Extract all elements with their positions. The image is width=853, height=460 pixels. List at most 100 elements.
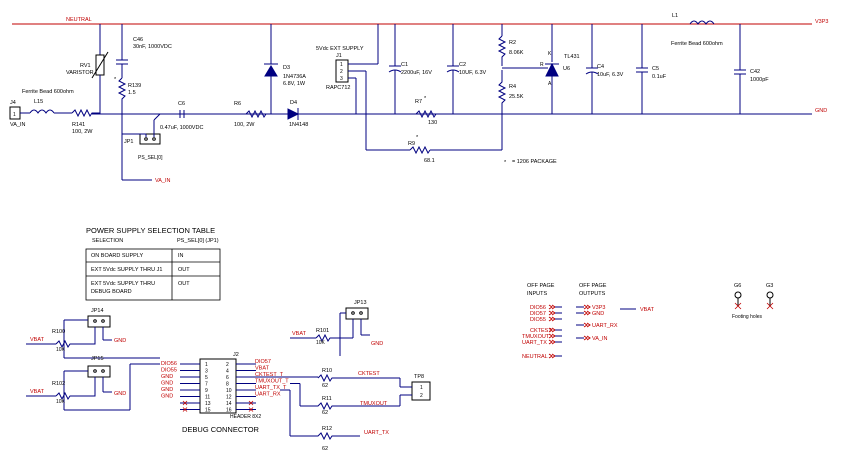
jumper-jp14: JP14 <box>63 308 160 359</box>
offpage-arrow <box>548 353 556 359</box>
j1-pin1: 1 <box>340 62 343 68</box>
r11-ref: R11 <box>322 396 332 402</box>
resistor-r139: R139 1.5 * <box>114 77 141 134</box>
j2-right-signal: UART_TX_T <box>255 385 287 391</box>
r139-ref: R139 <box>128 83 141 89</box>
r9-star: * <box>416 135 419 141</box>
va-in-label: VA_IN <box>155 178 171 184</box>
vbat-r102: VBAT <box>30 389 45 395</box>
l1-value: Ferrite Bead 600ohm <box>671 41 723 47</box>
resistor-r6: R6 100, 2W <box>234 101 267 128</box>
c6-ref: C6 <box>178 101 185 107</box>
j2-right-signals: DIO57VBATCKTEST_TTMUXOUT_TUART_TX_TUART_… <box>236 359 318 436</box>
c5-ref: C5 <box>652 66 659 72</box>
gnd-jp14: GND <box>114 338 126 344</box>
r101-value: 10K <box>316 340 326 346</box>
jp13-ref: JP13 <box>354 300 367 306</box>
offpage-outputs-title: OFF PAGE <box>579 283 607 289</box>
j1-ref: J1 <box>336 53 342 59</box>
table-header-selection: SELECTION <box>92 238 123 244</box>
selection-table: POWER SUPPLY SELECTION TABLE SELECTION P… <box>85 226 221 301</box>
inductor-l15: L15 Ferrite Bead 600ohm <box>22 89 74 114</box>
capacitor-c1: C1 2200uF, 16V <box>388 24 432 114</box>
j2-pin-right: 14 <box>226 401 232 407</box>
r139-value: 1.5 <box>128 90 136 96</box>
resistor-r2: R2 8.06K <box>497 24 524 66</box>
j2-pin-right: 4 <box>226 369 229 375</box>
jumper-jp13: JP13 <box>339 300 370 356</box>
c46-ref: C46 <box>133 37 143 43</box>
l1-ref: L1 <box>672 13 678 19</box>
offpage-section: OFF PAGE INPUTS OFF PAGE OUTPUTS DIO56DI… <box>522 283 655 360</box>
capacitor-c5: C5 0.1uF <box>636 24 667 114</box>
j2-pin-right: 16 <box>226 408 232 414</box>
resistor-r141: R141 100, 2W <box>71 108 100 135</box>
j2-nc-mark <box>182 400 188 406</box>
resistor-r10: R10 62 <box>317 368 356 389</box>
offpage-input: NEUTRAL <box>522 354 548 360</box>
offpage-arrow <box>548 304 556 310</box>
r141-ref: R141 <box>72 122 85 128</box>
regulator-u6-tl431: TL431 U6 K R A <box>538 24 580 114</box>
c6-value: 0.47uF, 1000VDC <box>160 125 203 131</box>
inductor-l1: L1 Ferrite Bead 600ohm <box>671 13 723 47</box>
r2-value: 8.06K <box>509 50 524 56</box>
offpage-input: UART_TX <box>522 340 547 346</box>
diode-d4: D4 1N4148 <box>287 100 308 128</box>
jp15-ref: JP15 <box>91 356 104 362</box>
tmuxout-label: TMUXOUT <box>360 401 388 407</box>
d3-value: 6.8V, 1W <box>283 81 306 87</box>
j2-right-signal: UART_RX <box>255 392 281 398</box>
offpage-output: GND <box>592 311 604 317</box>
c46-value: 30nF, 1000VDC <box>133 44 172 50</box>
j2-right-signal: CKTEST_T <box>255 372 284 378</box>
resistor-r101: R101 10K VBAT <box>290 328 353 346</box>
offpage-input: DIO56 <box>530 305 546 311</box>
r100-ref: R100 <box>52 329 65 335</box>
package-note: = 1206 PACKAGE <box>512 159 557 165</box>
j2-pin-right: 12 <box>226 395 232 401</box>
table-row3-selection-line2: DEBUG BOARD <box>91 289 132 295</box>
package-star: * <box>504 160 507 166</box>
c2-value: 10UF, 6.3V <box>459 70 487 76</box>
r10-ref: R10 <box>322 368 332 374</box>
tp8-ref: TP8 <box>414 374 424 380</box>
r12-ref: R12 <box>322 426 332 432</box>
resistor-r100: R100 10K VBAT <box>26 329 96 353</box>
r100-value: 10K <box>56 347 66 353</box>
offpage-input: DIO57 <box>530 311 546 317</box>
tl431-k: K <box>548 51 552 57</box>
l15-ref: L15 <box>34 99 43 105</box>
v3p3-label: V3P3 <box>815 19 828 25</box>
c2-ref: C2 <box>459 62 466 68</box>
c42-ref: C42 <box>750 69 760 75</box>
r101-ref: R101 <box>316 328 329 334</box>
j2-ref: J2 <box>233 352 239 358</box>
table-header-value: PS_SEL[0] (JP1) <box>177 238 219 244</box>
r141-value: 100, 2W <box>72 129 93 135</box>
c4-value: 10uF, 6.3V <box>597 72 624 78</box>
gnd-rail: GND <box>92 108 827 115</box>
table-row3-selection: EXT 5Vdc SUPPLY THRU <box>91 281 155 287</box>
resistor-r9: R9 * 68.1 <box>366 114 503 164</box>
footing-label: Footing holes <box>732 314 763 320</box>
offpage-input-list: DIO56DIO57DIO55CKTESTTMUXOUTUART_TXNEUTR… <box>522 304 562 360</box>
cktest-label: CKTEST <box>358 371 380 377</box>
offpage-output: V3P3 <box>592 305 605 311</box>
j2-pin-left: 13 <box>205 401 211 407</box>
resistor-r11: R11 62 <box>300 396 356 416</box>
table-title: POWER SUPPLY SELECTION TABLE <box>86 226 215 235</box>
r6-value: 100, 2W <box>234 122 255 128</box>
offpage-inputs-title: OFF PAGE <box>527 283 555 289</box>
r2-ref: R2 <box>509 40 516 46</box>
table-row3-value: OUT <box>178 281 190 287</box>
resistor-r12: R12 62 <box>290 426 360 452</box>
r11-value: 62 <box>322 410 328 416</box>
connector-j1: 5Vdc EXT SUPPLY J1 1 2 3 RAPC712 <box>316 24 379 150</box>
j2-pin-right: 8 <box>226 382 229 388</box>
g6-ref: G6 <box>734 283 741 289</box>
r6-ref: R6 <box>234 101 241 107</box>
tl431-part: TL431 <box>564 54 580 60</box>
r102-value: 10K <box>56 399 66 405</box>
capacitor-c4: C4 10uF, 6.3V <box>585 24 624 114</box>
